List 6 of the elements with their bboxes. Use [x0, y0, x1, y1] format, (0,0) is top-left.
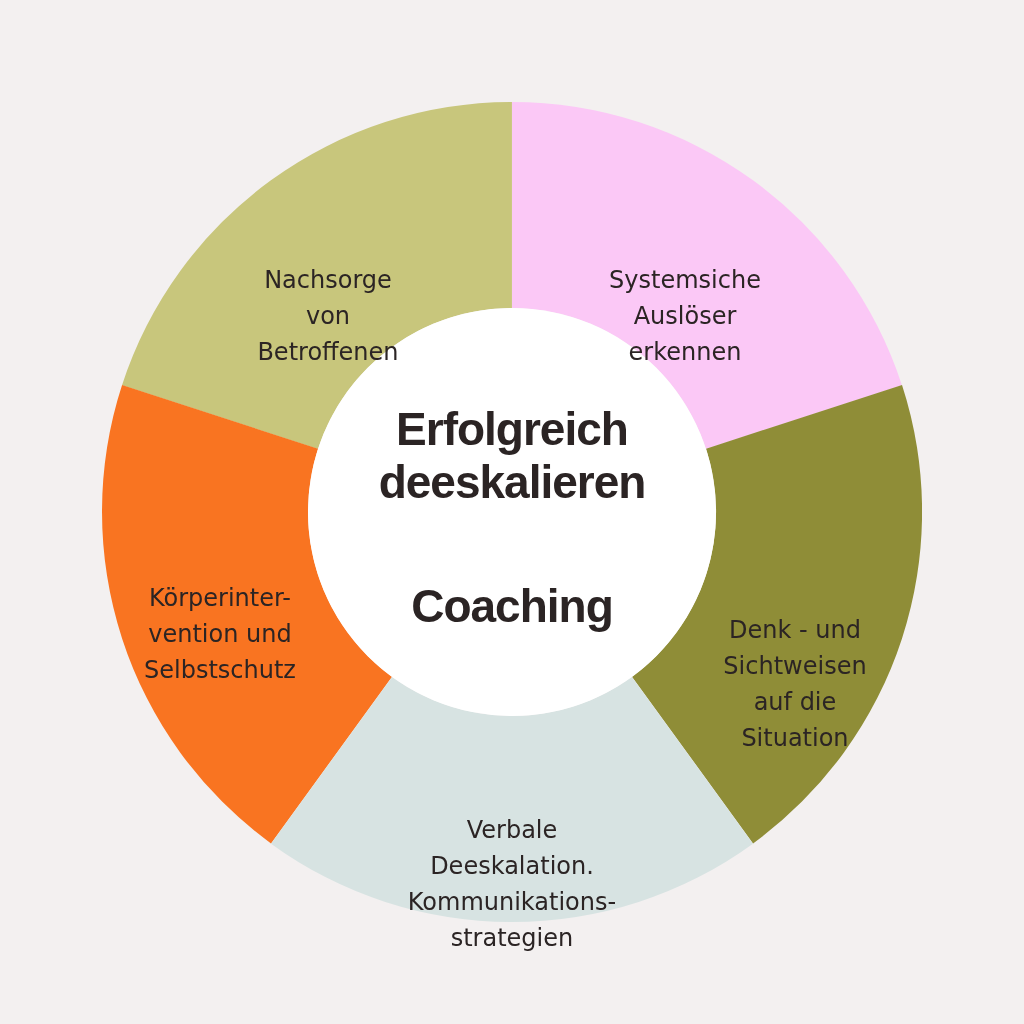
- center-subtitle: Coaching: [410, 580, 614, 633]
- segment-label: Systemsiche Auslöser erkennen: [608, 265, 762, 368]
- segment-label: Denk - und Sichtweisen auf die Situation: [722, 615, 868, 754]
- center-title: Erfolgreich deeskalieren: [377, 403, 647, 509]
- segment-label: Körperinter- vention und Selbstschutz: [143, 583, 297, 686]
- segment-label: Verbale Deeskalation. Kommunikations- strategien: [406, 815, 618, 954]
